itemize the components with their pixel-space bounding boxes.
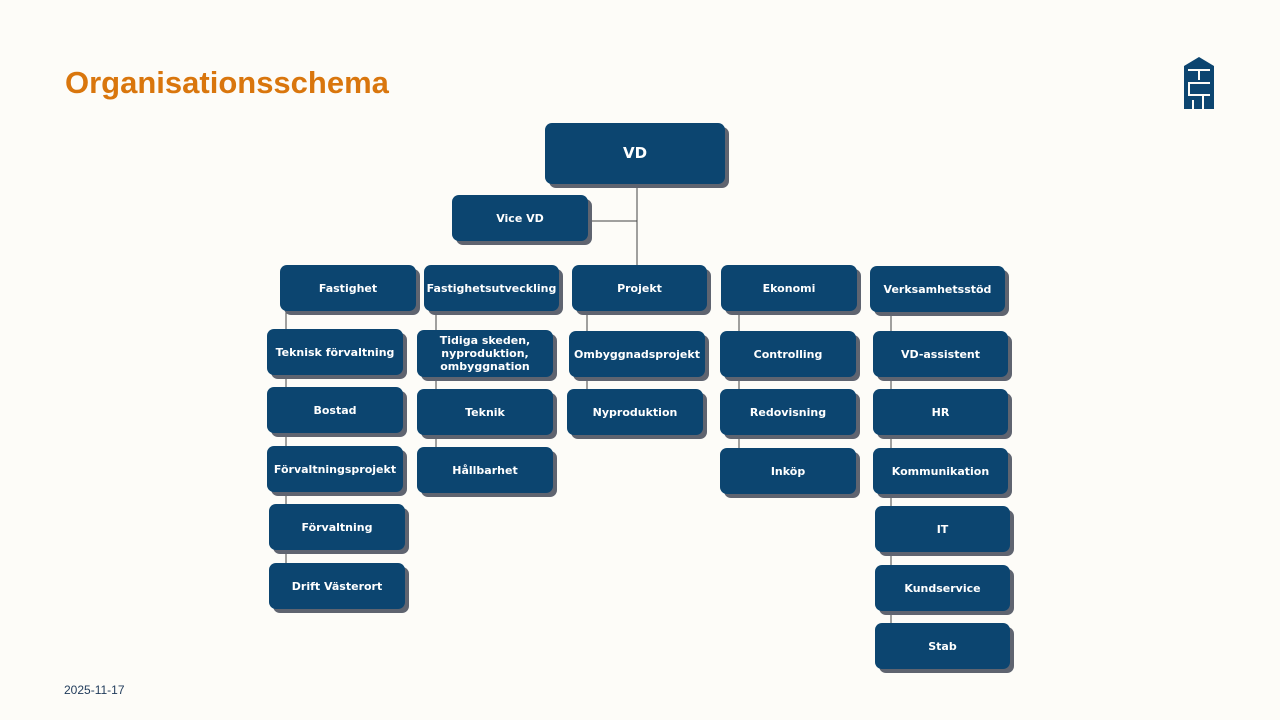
org-node-unit: HR — [873, 389, 1008, 435]
org-node-unit: Kommunikation — [873, 448, 1008, 494]
page-title: Organisationsschema — [65, 65, 389, 100]
org-node-vd: VD — [545, 123, 725, 184]
org-node-department: Fastighet — [280, 265, 416, 311]
org-node-department: Fastighetsutveckling — [424, 265, 559, 311]
org-node-unit: Förvaltning — [269, 504, 405, 550]
org-node-department: Verksamhetsstöd — [870, 266, 1005, 312]
org-node-unit: Kundservice — [875, 565, 1010, 611]
org-node-unit: Redovisning — [720, 389, 856, 435]
micasa-logo-icon — [1184, 57, 1214, 109]
org-node-unit: Hållbarhet — [417, 447, 553, 493]
org-node-department: Projekt — [572, 265, 707, 311]
org-node-unit: Stab — [875, 623, 1010, 669]
org-node-unit: Teknisk förvaltning — [267, 329, 403, 375]
org-node-unit: Drift Västerort — [269, 563, 405, 609]
org-node-vice-vd: Vice VD — [452, 195, 588, 241]
org-node-department: Ekonomi — [721, 265, 857, 311]
org-node-unit: Inköp — [720, 448, 856, 494]
org-node-unit: IT — [875, 506, 1010, 552]
org-node-unit: Controlling — [720, 331, 856, 377]
org-node-unit: Teknik — [417, 389, 553, 435]
org-node-unit: Tidiga skeden, nyproduktion, ombyggnatio… — [417, 330, 553, 377]
footer-date: 2025-11-17 — [64, 683, 125, 697]
org-node-unit: Ombyggnadsprojekt — [569, 331, 705, 377]
org-node-unit: Förvaltningsprojekt — [267, 446, 403, 492]
org-node-unit: Nyproduktion — [567, 389, 703, 435]
org-node-unit: VD-assistent — [873, 331, 1008, 377]
org-node-unit: Bostad — [267, 387, 403, 433]
